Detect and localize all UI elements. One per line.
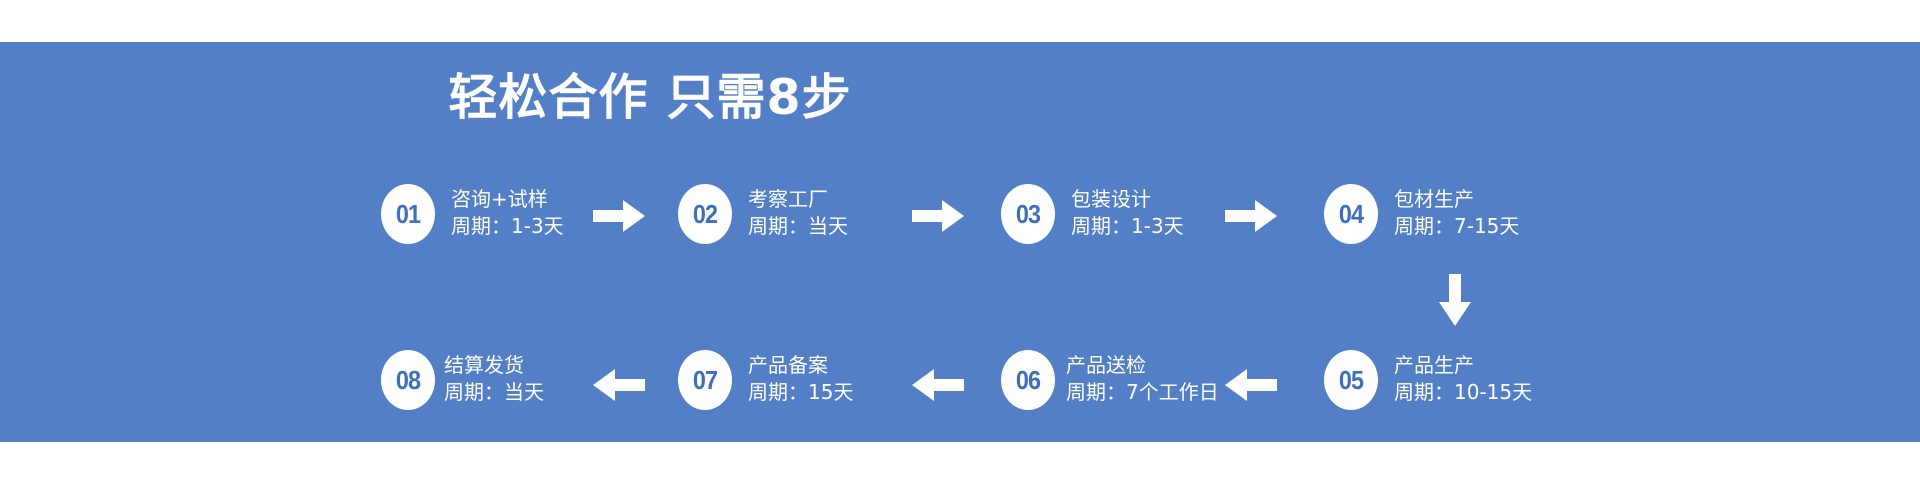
step-period: 周期：15天 bbox=[748, 380, 854, 404]
step-name: 考察工厂 bbox=[748, 187, 828, 211]
step-number-badge: 07 bbox=[678, 350, 732, 410]
step-name: 结算发货 bbox=[444, 353, 524, 377]
step-number-badge: 02 bbox=[678, 184, 732, 244]
step-period: 周期：10-15天 bbox=[1394, 380, 1533, 404]
step-period: 周期：当天 bbox=[748, 214, 848, 238]
step-period: 周期：7-15天 bbox=[1394, 214, 1520, 238]
step-number-badge: 01 bbox=[381, 184, 435, 244]
step-name: 产品备案 bbox=[748, 353, 828, 377]
step-name: 咨询+试样 bbox=[451, 187, 548, 211]
arrow-right-icon bbox=[593, 200, 645, 232]
arrow-left-icon bbox=[593, 369, 645, 401]
step-number-badge: 05 bbox=[1324, 350, 1378, 410]
process-banner: 轻松合作 只需8步 01 咨询+试样 周期：1-3天 02 考察工厂 周期：当天… bbox=[0, 42, 1920, 442]
step-number-badge: 08 bbox=[381, 350, 435, 410]
step-text: 产品生产 周期：10-15天 bbox=[1394, 352, 1532, 406]
step-number-badge: 03 bbox=[1001, 184, 1055, 244]
step-name: 包材生产 bbox=[1394, 187, 1474, 211]
page-title: 轻松合作 只需8步 bbox=[448, 69, 852, 126]
step-text: 产品备案 周期：15天 bbox=[748, 352, 853, 406]
step-text: 结算发货 周期：当天 bbox=[444, 352, 544, 406]
step-text: 咨询+试样 周期：1-3天 bbox=[451, 186, 564, 240]
arrow-left-icon bbox=[912, 369, 964, 401]
step-period: 周期：1-3天 bbox=[451, 214, 564, 238]
step-period: 周期：当天 bbox=[444, 380, 544, 404]
step-text: 考察工厂 周期：当天 bbox=[748, 186, 848, 240]
step-name: 产品送检 bbox=[1066, 353, 1146, 377]
step-name: 产品生产 bbox=[1394, 353, 1474, 377]
step-period: 周期：7个工作日 bbox=[1066, 380, 1219, 404]
step-number-badge: 06 bbox=[1001, 350, 1055, 410]
step-period: 周期：1-3天 bbox=[1071, 214, 1184, 238]
step-text: 包材生产 周期：7-15天 bbox=[1394, 186, 1519, 240]
step-number-badge: 04 bbox=[1324, 184, 1378, 244]
step-text: 包装设计 周期：1-3天 bbox=[1071, 186, 1184, 240]
arrow-right-icon bbox=[912, 200, 964, 232]
arrow-right-icon bbox=[1225, 200, 1277, 232]
arrow-down-icon bbox=[1439, 274, 1471, 326]
step-name: 包装设计 bbox=[1071, 187, 1151, 211]
step-text: 产品送检 周期：7个工作日 bbox=[1066, 352, 1219, 406]
arrow-left-icon bbox=[1225, 369, 1277, 401]
